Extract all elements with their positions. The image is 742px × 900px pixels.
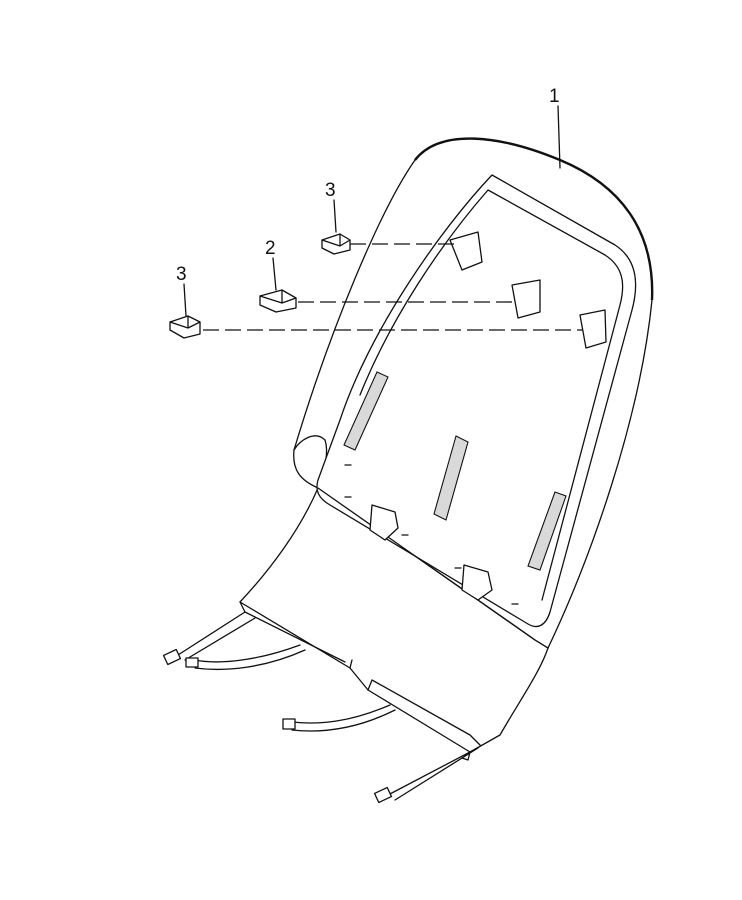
leader-line-1 — [557, 105, 561, 169]
clip-part-2 — [259, 289, 297, 313]
callout-2: 2 — [265, 238, 276, 259]
clip-part-3-upper — [321, 233, 351, 255]
leader-line-3-upper — [333, 199, 337, 233]
seat-back-shell — [293, 137, 654, 649]
callout-3-lower: 3 — [176, 264, 187, 285]
clip-part-3-lower — [169, 315, 201, 339]
leader-line-2 — [272, 257, 277, 291]
callout-3-upper: 3 — [325, 180, 336, 201]
lower-cover-flap — [239, 487, 549, 761]
leader-line-3-lower — [183, 283, 187, 317]
cover-straps — [162, 611, 479, 804]
callout-1: 1 — [549, 86, 560, 107]
